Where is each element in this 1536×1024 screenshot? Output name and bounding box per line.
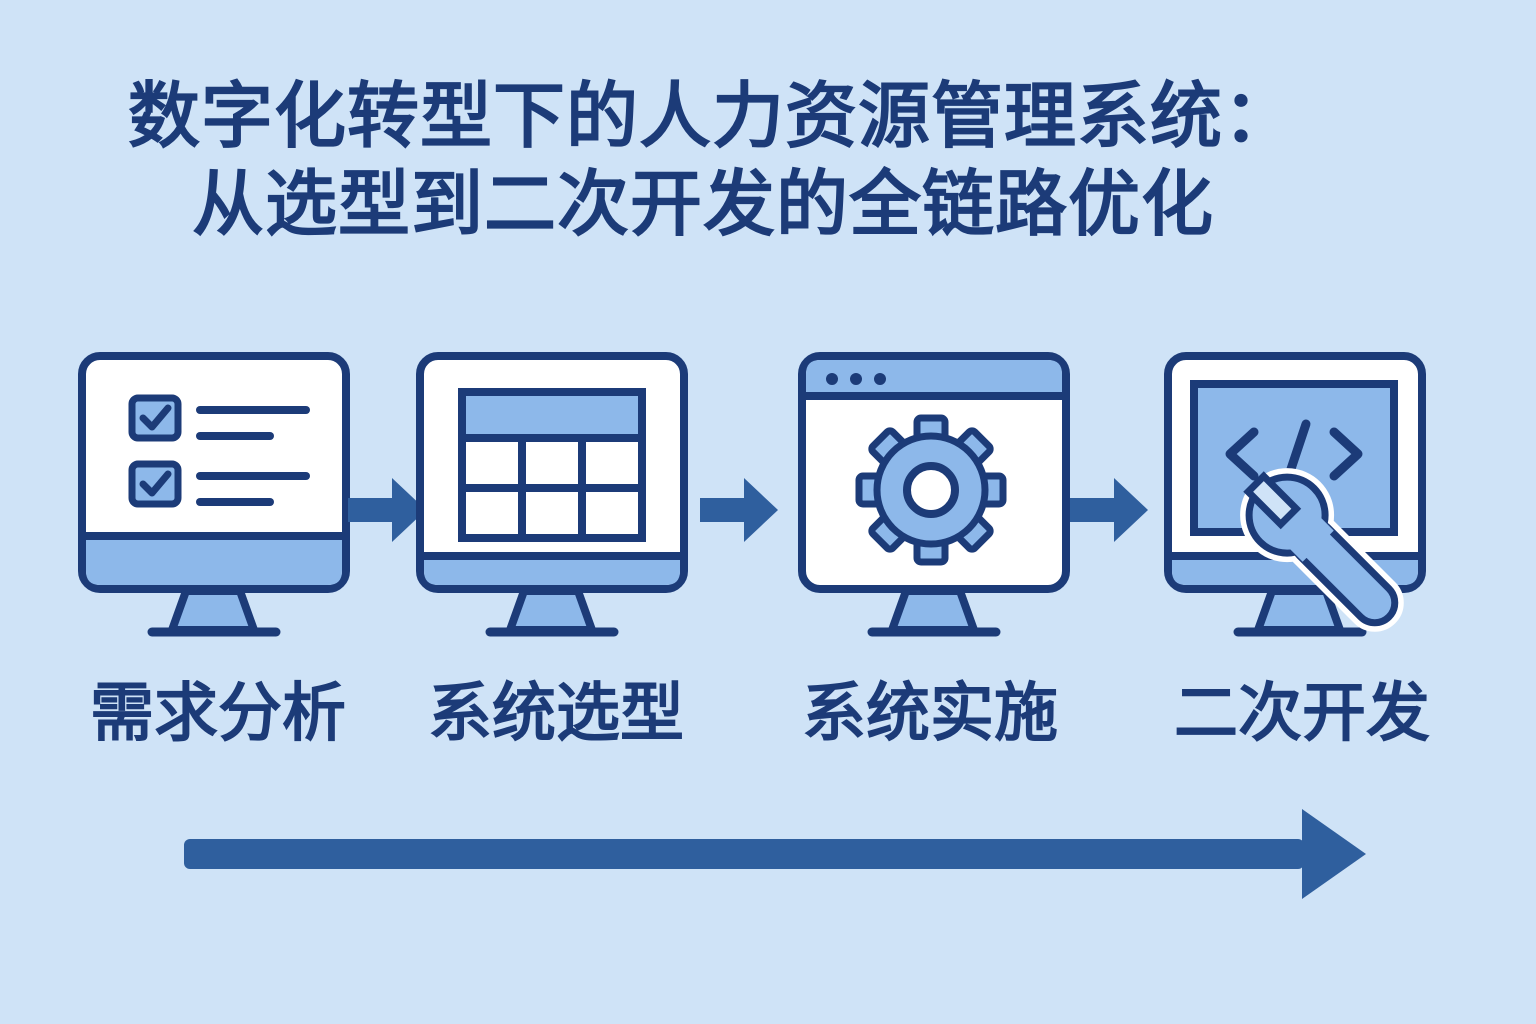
timeline-arrow-icon [180,805,1370,905]
page-title-line-1: 数字化转型下的人力资源管理系统： [128,74,1297,158]
step-label-secondary-development: 二次开发 [1174,677,1430,751]
step-label-requirements: 需求分析 [90,677,346,751]
page-title-line-2: 从选型到二次开发的全链路优化 [192,162,1215,246]
code-wrench-monitor-icon [1164,350,1444,640]
arrow-right-icon [1070,470,1150,550]
arrow-right-icon [348,470,428,550]
step-label-selection: 系统选型 [428,677,684,751]
gear-browser-monitor-icon [798,350,1078,640]
step-label-implementation: 系统实施 [802,677,1058,751]
table-monitor-icon [416,350,696,640]
arrow-right-icon [700,470,780,550]
checklist-monitor-icon [78,350,358,640]
